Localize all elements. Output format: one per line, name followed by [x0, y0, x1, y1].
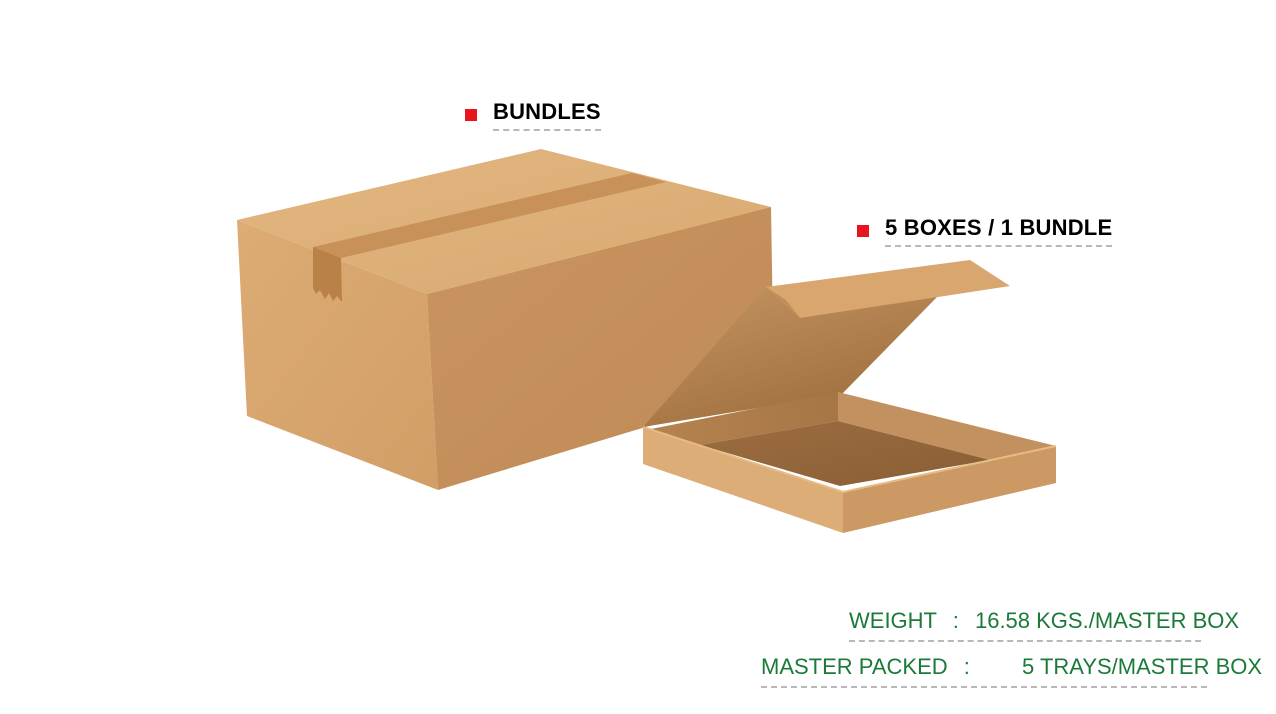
weight-separator: : [952, 608, 959, 633]
boxes-per-bundle-label: 5 BOXES / 1 BUNDLE [857, 215, 1113, 247]
packing-tape-flap [313, 247, 342, 302]
weight-label: WEIGHT [849, 608, 937, 633]
bullet-icon [857, 225, 869, 237]
master-packed-spec: MASTER PACKED : 5 TRAYS/MASTER BOX [761, 654, 1262, 688]
weight-spec: WEIGHT : 16.58 KGS./MASTER BOX [849, 608, 1239, 642]
tray-inner-back-wall [651, 392, 838, 445]
master-packed-separator: : [963, 654, 970, 679]
tray-front-wall [643, 427, 843, 533]
boxes-per-bundle-label-text: 5 BOXES / 1 BUNDLE [885, 215, 1113, 247]
weight-value: 16.58 KGS./MASTER BOX [974, 608, 1240, 633]
tray-lid-edge [766, 260, 1010, 318]
tray-right-wall [843, 446, 1056, 533]
tray-lid-inner [643, 287, 938, 427]
tray-lid-edge-fold [766, 287, 800, 318]
bundles-label-text: BUNDLES [493, 99, 601, 131]
master-packed-value: 5 TRAYS/MASTER BOX [1022, 654, 1263, 679]
tray-inner-right-wall [838, 392, 1056, 460]
master-box [237, 149, 774, 490]
tray-floor [700, 421, 990, 486]
master-box-front [237, 220, 438, 490]
tray-rim [642, 426, 1057, 494]
bullet-icon [465, 109, 477, 121]
open-tray-box [642, 260, 1057, 533]
master-packed-label: MASTER PACKED [761, 654, 948, 679]
packing-tape [313, 173, 666, 258]
bundles-label: BUNDLES [465, 99, 601, 131]
master-box-right [427, 207, 774, 490]
